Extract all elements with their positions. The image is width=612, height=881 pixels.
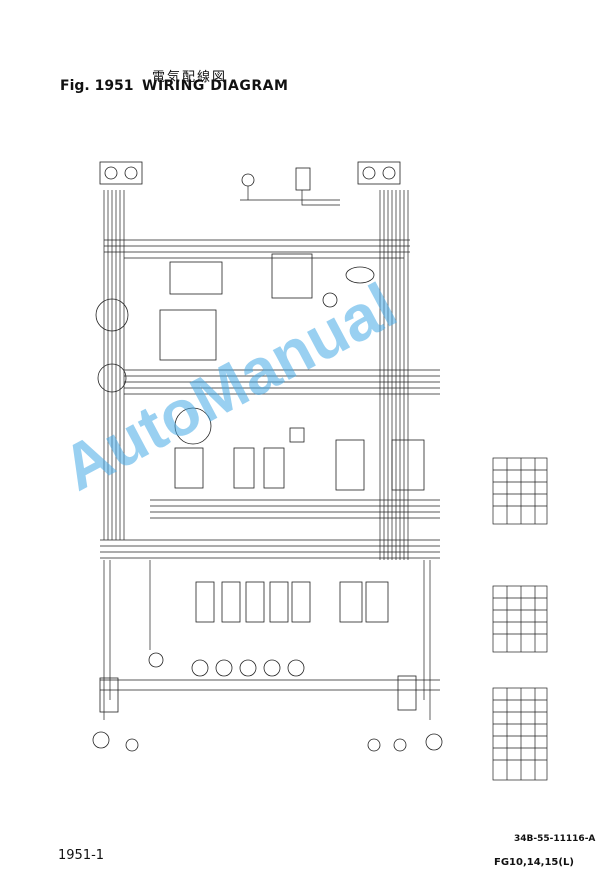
turn-signal-icon [289,427,305,443]
switch-table-3 [492,687,548,781]
switch-table-2 [492,585,548,653]
gauge-circle [95,298,129,332]
connector-row-low [195,581,389,623]
part-number: 34B-55-11116-A [514,834,596,844]
lamp-icon [124,166,138,180]
wire-bundle-left [103,190,125,540]
key-switch [174,407,212,445]
lamp-bulb-icon [345,266,375,284]
lamp-housing-right [357,161,401,185]
sensor-icon [322,292,338,308]
wire-bundle-right [379,190,409,560]
lamp-icon [362,166,376,180]
gauge-row [148,652,305,677]
page-number: 1951-1 [58,848,105,863]
rear-lamp-right [367,675,443,752]
japanese-title: 電気配線図 [152,70,228,85]
front-lamp-right-group [357,161,401,185]
lamp-icon [382,166,396,180]
diagram-title: WIRING DIAGRAM [142,78,289,94]
rear-lamp-left [92,677,139,752]
front-lamp-left-group [99,161,143,185]
relay-block [169,261,223,295]
horn-icon [241,173,255,187]
switch-table-1 [492,457,548,525]
mid-harness [100,369,440,559]
meter-circle [97,363,127,393]
lamp-icon [104,166,118,180]
buzzer-box [295,167,311,191]
fuse-box [271,253,313,299]
connector-block [159,309,217,361]
lamp-housing-left [99,161,143,185]
top-harness [104,186,410,259]
model-label: FG10,14,15(L) [494,857,574,868]
figure-label: Fig. 1951 [60,78,134,94]
connector-row-mid [174,439,425,491]
lower-harness [100,560,440,720]
